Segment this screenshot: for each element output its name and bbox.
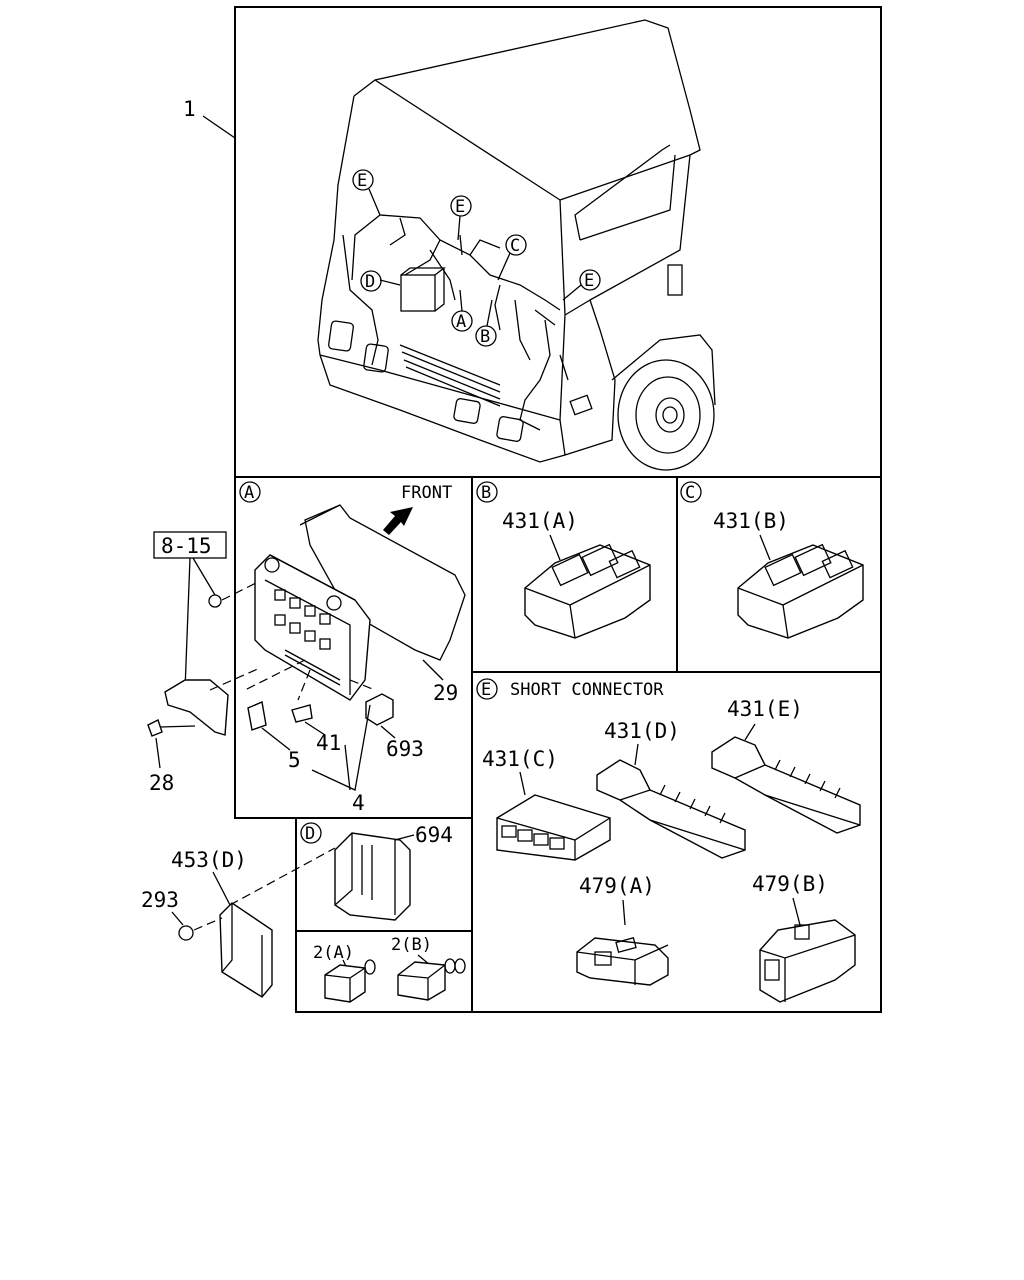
marker-e3: E (584, 271, 594, 291)
section-b: B 431(A) (476, 481, 651, 639)
relay-2b-label: 2(B) (391, 935, 432, 955)
part-431b: 431(B) (713, 509, 789, 533)
section-e: E SHORT CONNECTOR 431(C) 431(D) 431(E) 4… (476, 678, 861, 1003)
callout-5: 5 (288, 748, 301, 772)
callout-453d: 453(D) (171, 848, 247, 872)
callout-293: 293 (141, 888, 179, 912)
section-c: C 431(B) (680, 481, 864, 639)
section-c-letter: C (685, 483, 695, 503)
truck-cab-illustration (317, 19, 716, 471)
part-479a: 479(A) (579, 874, 655, 898)
callout-main-assembly: 1 (183, 97, 236, 139)
section-d-letter: D (305, 824, 315, 844)
svg-text:1: 1 (183, 97, 196, 121)
marker-d: D (365, 272, 375, 292)
part-431c: 431(C) (482, 747, 558, 771)
callout-41: 41 (316, 731, 341, 755)
callout-4: 4 (352, 791, 365, 815)
callout-8-15: 8-15 (161, 534, 212, 558)
section-d: D 694 2(A) 2(B) (300, 822, 466, 1003)
truck-view-markers: E E C E D A B (352, 169, 601, 347)
marker-e1: E (357, 171, 367, 191)
bracket-bolts: 8-15 28 (147, 531, 261, 795)
part-431d: 431(D) (604, 719, 680, 743)
panel-frames (234, 6, 882, 1013)
relay-2a-label: 2(A) (313, 943, 354, 963)
part-479b: 479(B) (752, 872, 828, 896)
part-431a: 431(A) (502, 509, 578, 533)
section-b-letter: B (481, 483, 491, 503)
section-e-title: SHORT CONNECTOR (510, 680, 664, 700)
section-a: A FRONT 29 5 4 (239, 481, 466, 815)
marker-b: B (480, 327, 490, 347)
front-arrow-icon (383, 507, 413, 535)
section-a-letter: A (244, 483, 254, 503)
section-e-letter: E (481, 680, 491, 700)
bracket-453d: 453(D) 293 (141, 847, 336, 998)
callout-28: 28 (149, 771, 174, 795)
front-label: FRONT (401, 483, 452, 503)
part-431e: 431(E) (727, 697, 803, 721)
marker-c: C (510, 236, 520, 256)
marker-a: A (456, 312, 466, 332)
callout-693: 693 (386, 737, 424, 761)
marker-e2: E (455, 197, 465, 217)
callout-694: 694 (415, 823, 453, 847)
callout-29: 29 (433, 681, 458, 705)
